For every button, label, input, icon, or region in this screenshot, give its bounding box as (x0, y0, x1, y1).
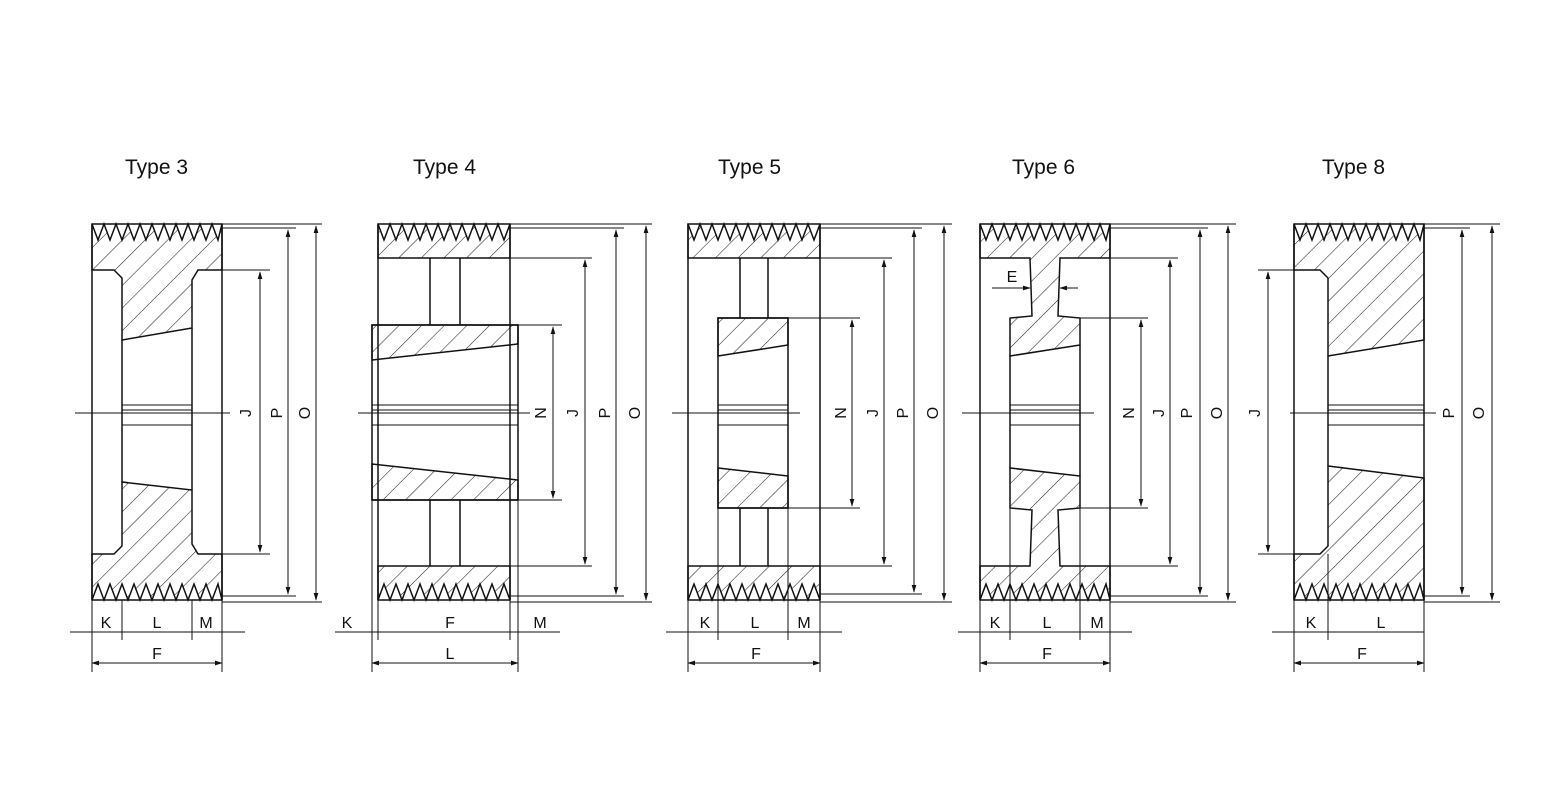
type-3-drawing: Type 3 J P O K L M F (70, 156, 322, 672)
type-3-k-label: K (101, 615, 112, 632)
type-4-f-label: F (445, 615, 455, 632)
type-4-bottom-rim (377, 565, 511, 603)
type-5-upper-hub (717, 317, 789, 357)
type-4-upper-hub (371, 324, 519, 361)
type-5-o-label: O (925, 407, 942, 419)
type-4-k-label: K (342, 615, 353, 632)
type-5-k-label: K (700, 615, 711, 632)
type-5-title: Type 5 (718, 156, 781, 179)
type-6-e-label: E (1007, 269, 1018, 286)
type-3-outline (91, 223, 223, 601)
type-5-lower-hub (717, 467, 789, 509)
type-3-f-label: F (152, 646, 162, 663)
type-4-drawing: Type 4 N J P O K F M L (335, 156, 652, 672)
type-5-top-rim (687, 221, 821, 259)
type-6-lower-section (979, 467, 1111, 603)
type-3-o-label: O (297, 407, 314, 419)
type-3-lower-section (91, 481, 223, 603)
type-4-top-rim (377, 221, 511, 259)
type-4-n-label: N (533, 407, 550, 419)
type-8-upper-section (1293, 221, 1425, 357)
type-5-m-label: M (797, 615, 810, 632)
type-8-title: Type 8 (1322, 156, 1385, 179)
type-6-m-label: M (1090, 615, 1103, 632)
type-5-j-label: J (865, 409, 882, 417)
type-5-p-label: P (895, 408, 912, 419)
type-8-f-label: F (1357, 646, 1367, 663)
type-4-web (429, 258, 461, 566)
type-4-lower-hub (371, 463, 519, 501)
type-4-j-label: J (565, 409, 582, 417)
type-3-p-label: P (269, 408, 286, 419)
type-4-title: Type 4 (413, 156, 476, 179)
type-8-lower-section (1293, 465, 1425, 603)
type-6-j-label: J (1151, 409, 1168, 417)
type-8-k-label: K (1306, 615, 1317, 632)
type-4-m-label: M (533, 615, 546, 632)
type-5-l-label: L (751, 615, 760, 632)
type-6-p-label: P (1179, 408, 1196, 419)
type-6-drawing: Type 6 E N J P O K L (958, 156, 1236, 672)
type-5-outline (687, 223, 821, 601)
type-6-outline (979, 223, 1111, 601)
type-4-outline (377, 223, 511, 601)
type-5-bottom-rim (687, 565, 821, 603)
type-5-n-label: N (833, 407, 850, 419)
type-8-drawing: Type 8 J P O K L F (1247, 156, 1500, 672)
type-4-l-label: L (446, 646, 455, 663)
type-8-outline (1293, 223, 1425, 601)
type-8-j-label: J (1247, 409, 1264, 417)
type-6-o-label: O (1209, 407, 1226, 419)
type-4-p-label: P (597, 408, 614, 419)
type-8-l-label: L (1377, 615, 1386, 632)
type-5-web (739, 258, 769, 566)
type-6-f-label: F (1042, 646, 1052, 663)
type-3-title: Type 3 (125, 156, 188, 179)
type-3-m-label: M (199, 615, 212, 632)
type-6-upper-section (979, 221, 1111, 357)
type-6-l-label: L (1043, 615, 1052, 632)
type-3-l-label: L (153, 615, 162, 632)
type-5-f-label: F (751, 646, 761, 663)
type-5-drawing: Type 5 N J P O K L M F (666, 156, 952, 672)
type-4-o-label: O (627, 407, 644, 419)
type-6-n-label: N (1121, 407, 1138, 419)
type-8-p-label: P (1441, 408, 1458, 419)
type-6-k-label: K (990, 615, 1001, 632)
type-6-title: Type 6 (1012, 156, 1075, 179)
type-3-upper-section (91, 221, 223, 341)
type-3-j-label: J (238, 409, 255, 417)
type-8-o-label: O (1471, 407, 1488, 419)
